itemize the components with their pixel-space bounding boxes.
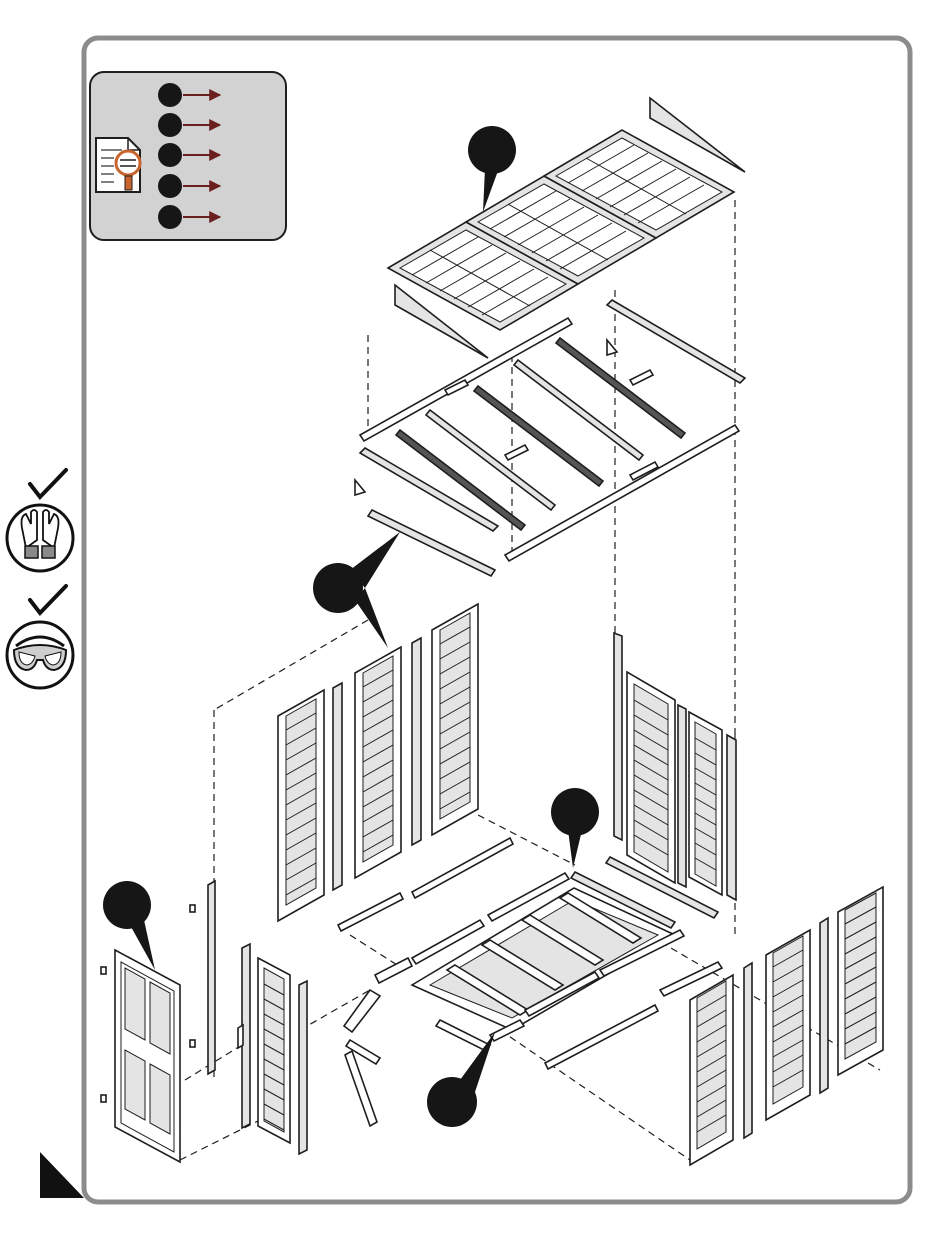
wall-panel	[258, 958, 290, 1143]
wall-panel	[690, 975, 733, 1165]
wall-post	[744, 963, 752, 1138]
door-panel	[115, 950, 180, 1162]
right-wall-panels	[614, 633, 736, 900]
door-hinge	[101, 967, 106, 974]
roof-frame-callout	[313, 532, 400, 648]
legend-box	[90, 72, 286, 240]
floor-front-callout	[427, 1032, 495, 1127]
wall-panel	[278, 690, 324, 921]
door-hinge	[101, 1095, 106, 1102]
goggles-required	[7, 586, 73, 688]
page-corner-marker	[40, 1152, 84, 1198]
wall-panel	[355, 647, 401, 878]
wall-post	[333, 683, 342, 890]
wall-post	[208, 881, 215, 1074]
gloves-icon	[7, 505, 73, 571]
front-wall-panels	[690, 887, 883, 1165]
wall-panel	[838, 887, 883, 1075]
safety-goggles-icon	[7, 622, 73, 688]
wall-post	[727, 735, 736, 900]
document-magnifier-icon	[96, 138, 140, 192]
door-hinge	[190, 1040, 195, 1047]
roof-frame	[355, 300, 745, 576]
door-hinge	[190, 905, 195, 912]
gloves-required	[7, 470, 73, 571]
door-handle	[238, 1025, 243, 1048]
wall-post	[678, 705, 686, 887]
wall-panel	[689, 712, 722, 895]
wall-post	[614, 633, 622, 840]
checkmark-icon	[30, 470, 66, 497]
wall-post	[820, 918, 828, 1093]
checkmark-icon	[30, 586, 66, 613]
wall-panel	[766, 930, 810, 1120]
wall-panel	[627, 672, 675, 883]
wall-panel	[432, 604, 478, 835]
wall-post	[412, 638, 421, 845]
wall-post	[299, 981, 307, 1154]
floor-assembly	[338, 838, 722, 1126]
